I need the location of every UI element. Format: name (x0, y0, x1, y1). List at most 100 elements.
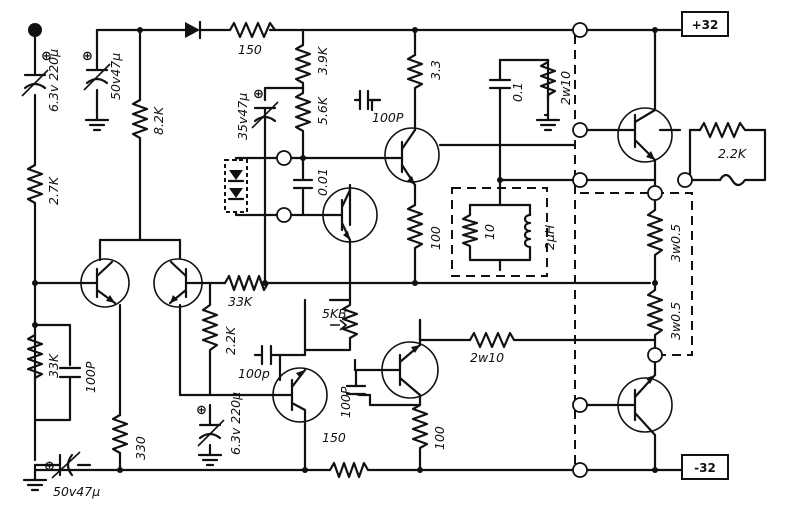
resistor-2w10-top (539, 58, 557, 102)
transistor-q6-lower-pre (272, 367, 328, 423)
resistor-100-mid (406, 203, 424, 257)
rail-minus: -32 (681, 454, 729, 480)
ground-icon (197, 453, 223, 467)
capacitor-35v47 (251, 101, 279, 129)
capacitor-0-1 (488, 78, 512, 107)
label-cap-0-01: 0.01 (315, 168, 330, 196)
resistor-8-2k (131, 98, 149, 142)
rail-plus: +32 (681, 11, 729, 37)
terminal-circle (572, 22, 588, 38)
label-cap-input-top: 6.3v 220μ (46, 49, 61, 112)
label-cap-100p-c: 100P (338, 386, 353, 418)
ground-icon (22, 478, 48, 492)
input-terminal (28, 23, 42, 37)
label-res-2w10-top: 2w10 (558, 71, 573, 105)
label-cap-top2: 50v47μ (108, 53, 123, 100)
capacitor-50v47-top (83, 63, 111, 91)
capacitor-100p-c (345, 368, 367, 397)
label-res-3-3: 3.3 (428, 60, 443, 80)
resistor-2-2k-out (698, 121, 767, 139)
resistor-150-top (228, 21, 277, 39)
wiring (33, 28, 767, 482)
svg-text:+32: +32 (692, 18, 719, 32)
terminal-circle (572, 462, 588, 478)
ground-symbols (22, 98, 561, 492)
capacitor-100p-a (358, 89, 382, 111)
ground-icon (84, 118, 110, 132)
transistor-q7-lower-driver (381, 318, 439, 399)
pot-5kb-wiper (330, 319, 348, 331)
label-res-2-2k-out: 2.2K (718, 146, 748, 161)
label-cap-input-pol: ⊕ (41, 49, 52, 64)
label-ind-2uh: 2μH (542, 224, 557, 250)
pot-5kb (303, 298, 359, 352)
transistors (78, 107, 673, 437)
label-res-3-9k: 3.9K (315, 45, 330, 75)
svg-text:-32: -32 (694, 461, 716, 475)
resistor-33k-left (26, 333, 44, 380)
label-res-3w05-a: 3w0.5 (668, 224, 683, 262)
label-cap-35v-pol: ⊕ (253, 87, 264, 102)
resistor-3-3 (406, 53, 424, 92)
capacitors (21, 63, 512, 479)
capacitor-50v47-bottom (51, 451, 81, 479)
resistor-5-6k (294, 86, 312, 137)
label-cap-100p-a: 100P (372, 110, 404, 125)
transistor-q2 (153, 258, 203, 308)
terminal-circle (276, 150, 292, 166)
label-res-330: 330 (133, 436, 148, 460)
label-cap-50v-bottom: 50v47μ (53, 484, 100, 499)
resistor-150-low (328, 461, 372, 479)
component-labels: ⊕ 6.3v 220μ ⊕ 50v47μ 2.7K 8.2K 150 3.9K … (41, 42, 748, 499)
capacitor-0-01 (292, 178, 314, 197)
label-res-5-6k: 5.6K (315, 95, 330, 125)
label-cap-100p-b: 100p (238, 366, 270, 381)
transistor-q3-driver (378, 127, 440, 187)
label-res-100-mid: 100 (428, 226, 443, 250)
resistor-3w05-b (646, 288, 664, 342)
ground-icon (535, 98, 561, 132)
resistor-10 (461, 213, 479, 252)
label-res-3w05-b: 3w0.5 (668, 302, 683, 340)
resistor-2-7k (26, 163, 44, 212)
capacitor-100p-b (260, 344, 273, 366)
label-cap-100p-left: 100P (83, 361, 98, 393)
fuse-icon (718, 173, 747, 187)
label-cap-0-1: 0.1 (510, 82, 525, 102)
resistor-3-9k (294, 43, 312, 90)
transistor-q4-vbe (322, 187, 378, 243)
resistor-2w10-low (468, 331, 517, 349)
capacitor-6-3v-low (197, 419, 225, 447)
inductor-2uh (523, 213, 532, 252)
terminal-circle (572, 397, 588, 413)
terminal-circle (647, 185, 663, 201)
label-res-100-low: 100 (432, 426, 447, 450)
resistors (26, 21, 767, 479)
capacitor-100p-left (58, 366, 82, 387)
label-res-2-2k-low: 2.2K (223, 325, 238, 355)
label-res-150-top: 150 (238, 42, 262, 57)
transistor-q5-output-top (617, 107, 673, 163)
transistor-q8-output-bottom (617, 373, 673, 437)
resistor-3w05-a (646, 208, 664, 262)
label-res-2w10-low: 2w10 (470, 350, 504, 365)
label-res-10: 10 (482, 224, 497, 240)
capacitor-input-top (21, 69, 49, 97)
label-cap-6-3v-low: 6.3v 220μ (228, 392, 243, 455)
label-cap-50v-bottom-pol: ⊕ (44, 459, 55, 474)
resistor-100-low (411, 403, 429, 457)
terminal-circle (276, 207, 292, 223)
label-cap-35v: 35v47μ (235, 93, 250, 140)
label-res-8-2k: 8.2K (151, 105, 166, 135)
diode-top-rail (185, 20, 202, 40)
terminal-circle (572, 172, 588, 188)
terminals (28, 22, 693, 478)
diodes (185, 20, 267, 217)
label-pot-5kb: 5KB (322, 306, 347, 321)
label-res-150-low: 150 (322, 430, 346, 445)
label-res-33k-left: 33K (46, 352, 61, 378)
transistor-q1 (78, 258, 130, 308)
resistor-33k-mid (223, 274, 270, 292)
label-res-2-7k: 2.7K (46, 175, 61, 205)
